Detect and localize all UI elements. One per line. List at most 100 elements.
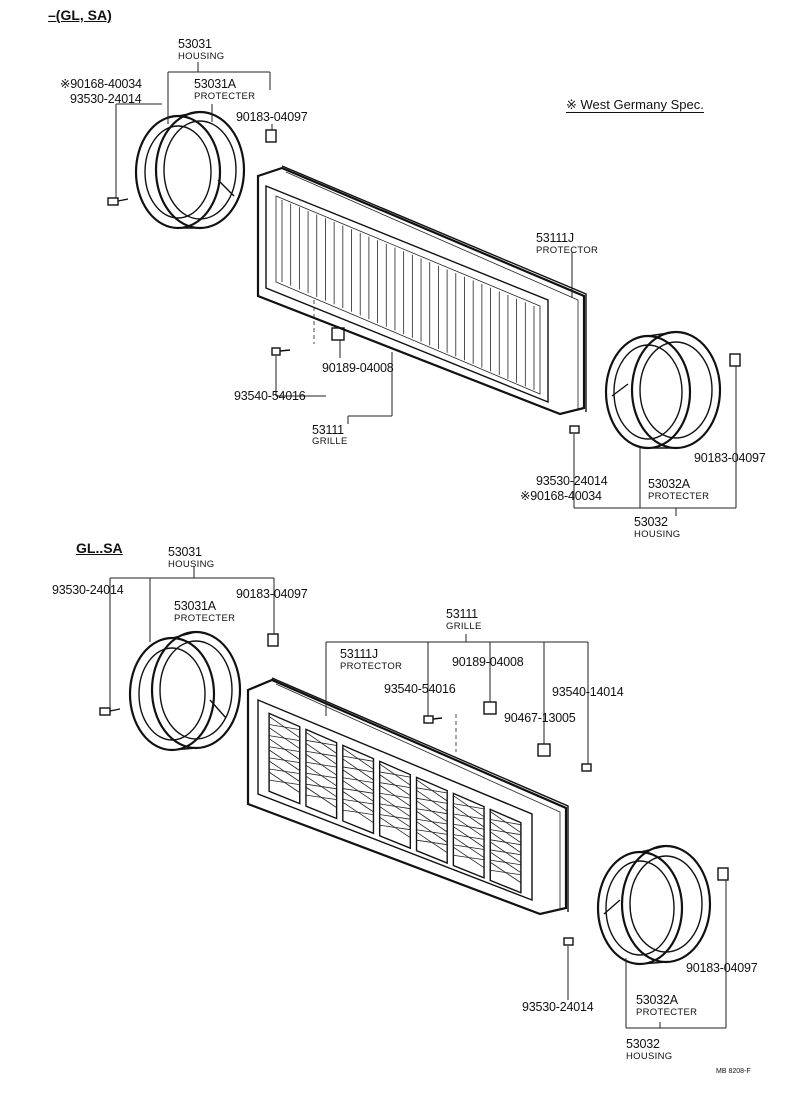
grille-mesh-line <box>305 742 337 765</box>
leader-lines-top <box>115 62 737 516</box>
clip-left-top-drawing <box>265 129 277 143</box>
label-clip-mid-top-pn: 90189-04008 <box>322 361 394 375</box>
grille-mesh-line <box>379 784 411 807</box>
label-grille-top-name: GRILLE <box>312 436 348 447</box>
grille-mesh-line <box>342 801 374 823</box>
grille-cell <box>342 744 375 835</box>
label-screw-right-top-pn: 93530-24014 <box>536 474 608 488</box>
label-screw-left-bottom-pn: 93530-24014 <box>52 583 124 597</box>
screw-mid-top-drawing <box>271 347 291 356</box>
label-housing-right-top-pn: 53032 <box>634 515 668 529</box>
grille-mesh-line <box>342 780 374 802</box>
grille-mesh-line <box>416 779 448 802</box>
housing-right-top-drawing <box>604 330 722 450</box>
screw-right-top-drawing <box>569 425 580 434</box>
grille-mesh-line <box>490 811 522 833</box>
drawing-code: MB 8208-F <box>716 1068 751 1075</box>
grille-mesh-line <box>342 758 374 781</box>
housing-left-top-drawing <box>134 110 246 230</box>
label-protecter-right-top-name: PROTECTER <box>648 491 710 502</box>
grille-cell <box>378 760 412 850</box>
grille-mesh-line <box>305 731 337 754</box>
section-title-bottom: GL..SA <box>76 540 123 556</box>
grille-mesh-line <box>379 806 411 828</box>
label-grille-bottom-name: GRILLE <box>446 621 482 632</box>
label-protecter-left-bottom-pn: 53031A <box>174 599 216 613</box>
label-screw-mid-top-pn: 93540-54016 <box>234 389 306 403</box>
label-housing-left-bottom-name: HOUSING <box>168 559 215 570</box>
grille-mesh-line <box>379 763 411 786</box>
label-clip-right-top-pn: 90183-04097 <box>694 451 766 465</box>
grille-mesh-line <box>305 786 337 808</box>
grille-cell <box>268 712 301 805</box>
grille-mesh-line <box>342 769 374 791</box>
spec-note: ※ West Germany Spec. <box>566 97 704 113</box>
screw-right-lower-bottom-drawing <box>563 937 574 946</box>
label-protecter-left-bottom-name: PROTECTER <box>174 613 236 624</box>
label-protector-bottom-pn: 53111J <box>340 647 378 661</box>
label-protecter-right-bottom-name: PROTECTER <box>636 1007 698 1018</box>
label-grille-top-pn: 53111 <box>312 423 344 437</box>
grille-mesh-line <box>416 800 448 823</box>
grille-mesh-line <box>453 826 485 848</box>
grille-mesh-line <box>490 861 522 884</box>
label-screw-right-bottom-pn: 93540-14014 <box>552 685 624 699</box>
grille-mesh-line <box>268 749 300 771</box>
grille-top-drawing <box>256 165 587 416</box>
label-housing-right-bottom-pn: 53032 <box>626 1037 660 1051</box>
grille-cell <box>415 776 448 865</box>
grille-mesh-line <box>490 841 522 864</box>
clip-left-bottom-drawing <box>267 633 279 647</box>
grille-mesh-line <box>416 810 448 833</box>
label-screw-ws-right-top-pn: ※90168-40034 <box>520 489 602 503</box>
grille-mesh-line <box>305 775 337 798</box>
grille-mesh-line <box>490 851 522 874</box>
housing-left-bottom-drawing <box>128 630 242 752</box>
grille-mesh-line <box>490 831 522 854</box>
label-screw-right-lower-bottom-pn: 93530-24014 <box>522 1000 594 1014</box>
grille-mesh-line <box>342 747 374 770</box>
grille-mesh-line <box>268 716 300 738</box>
label-screw-mid-bottom-pn: 93540-54016 <box>384 682 456 696</box>
label-housing-right-top-name: HOUSING <box>634 529 681 540</box>
grille-mesh-line <box>453 795 485 818</box>
grille-mesh-line <box>453 805 485 828</box>
label-protecter-left-top-name: PROTECTER <box>194 91 256 102</box>
nut-bottom-drawing <box>537 743 551 757</box>
label-protecter-right-top-pn: 53032A <box>648 477 690 491</box>
clip-right-top-drawing <box>729 353 741 367</box>
label-housing-left-bottom-pn: 53031 <box>168 545 202 559</box>
label-clip-left-top-pn: 90183-04097 <box>236 110 308 124</box>
grille-cell <box>489 808 522 894</box>
section-title-top: –(GL, SA) <box>48 7 112 23</box>
grille-mesh-line <box>305 764 337 787</box>
label-clip-right-bottom-pn: 90183-04097 <box>686 961 758 975</box>
leader-lines-bottom <box>109 566 727 1029</box>
label-clip-mid-bottom-pn: 90189-04008 <box>452 655 524 669</box>
grille-mesh-line <box>453 836 485 858</box>
label-clip-left-bottom-pn: 90183-04097 <box>236 587 308 601</box>
grille-mesh-line <box>416 821 448 843</box>
grille-mesh-line <box>268 738 300 760</box>
grille-mesh-line <box>453 815 485 838</box>
screw-left-top-drawing <box>107 197 129 206</box>
label-housing-left-top-name: HOUSING <box>178 51 225 62</box>
grille-mesh-line <box>268 771 300 793</box>
grille-bottom-drawing <box>246 677 569 916</box>
screw-left-bottom-drawing <box>99 707 121 716</box>
grille-mesh-line <box>305 753 337 776</box>
grille-mesh-line <box>268 760 300 782</box>
clip-mid-top-drawing <box>331 327 345 341</box>
label-housing-left-top-pn: 53031 <box>178 37 212 51</box>
label-protector-bottom-name: PROTECTOR <box>340 661 403 672</box>
label-protector-top-pn: 53111J <box>536 231 574 245</box>
clip-mid-bottom-drawing <box>483 701 497 715</box>
grille-cell <box>452 792 485 879</box>
grille-mesh-line <box>342 791 374 813</box>
grille-mesh-line <box>416 789 448 812</box>
screw-right-bottom-drawing <box>581 763 592 772</box>
grille-mesh-line <box>379 795 411 818</box>
label-screw-left-top-pn: 93530-24014 <box>70 92 142 106</box>
